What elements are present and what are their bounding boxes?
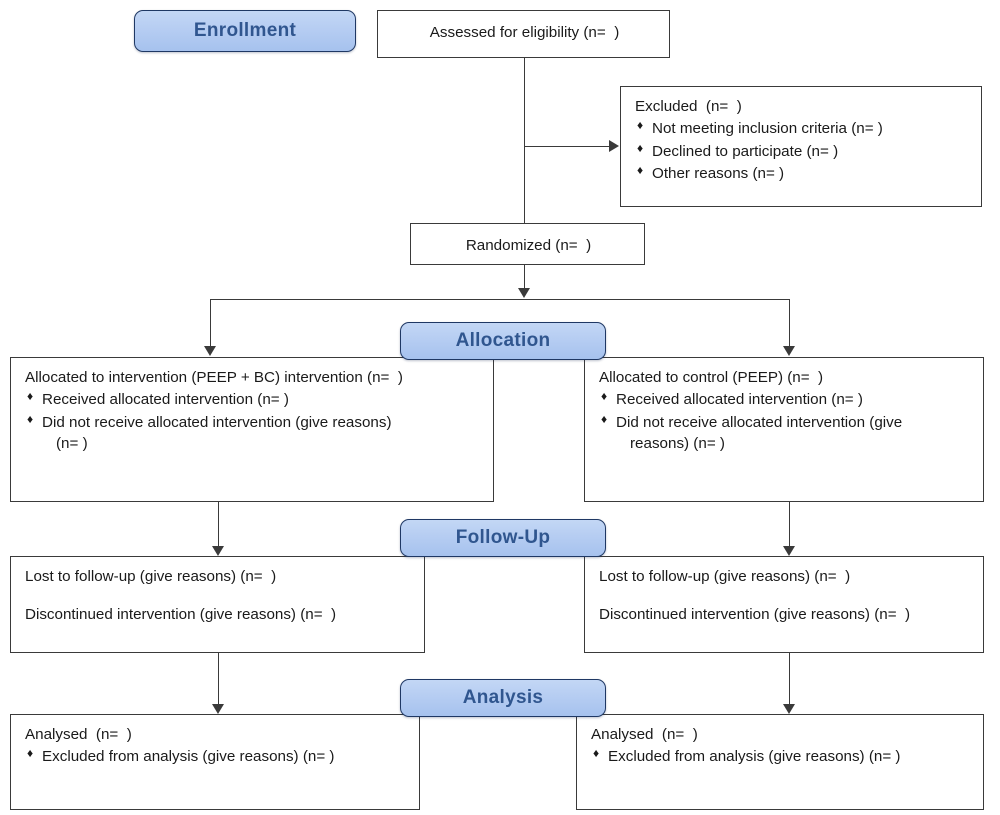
- arrowhead-followup-right: [782, 546, 795, 556]
- list-item: ♦ Excluded from analysis (give reasons) …: [25, 746, 407, 768]
- allocated-intervention-list: ♦ Received allocated intervention (n= ) …: [25, 389, 481, 455]
- bullet-icon: ♦: [601, 389, 608, 404]
- stage-banner-enrollment-label: Enrollment: [193, 20, 297, 41]
- analysis-control-heading: Analysed (n= ): [591, 726, 698, 743]
- connector-assessed-to-randomized: [524, 58, 525, 223]
- allocated-intervention-item-text: Did not receive allocated intervention (…: [42, 413, 392, 431]
- bullet-icon: ♦: [637, 118, 644, 133]
- bullet-icon: ♦: [27, 389, 34, 404]
- bullet-icon: ♦: [27, 746, 34, 761]
- excluded-item-text: Declined to participate (n= ): [652, 142, 839, 160]
- list-item: ♦ Received allocated intervention (n= ): [599, 389, 971, 411]
- analysis-intervention-item-text: Excluded from analysis (give reasons) (n…: [42, 748, 335, 766]
- connector-followup-to-analysis-left: [218, 653, 219, 704]
- analysis-control-item-text: Excluded from analysis (give reasons) (n…: [608, 748, 901, 766]
- connector-allocation-to-followup-left: [218, 463, 219, 546]
- arrowhead-analysis-left: [211, 704, 224, 714]
- box-followup-intervention: Lost to follow-up (give reasons) (n= ) D…: [10, 556, 425, 653]
- excluded-heading: Excluded (n= ): [635, 98, 742, 115]
- allocated-control-item-text: Did not receive allocated intervention (…: [616, 413, 903, 431]
- list-item: ♦ Did not receive allocated intervention…: [599, 412, 971, 455]
- arrowhead-allocation-left: [203, 346, 216, 356]
- box-followup-control: Lost to follow-up (give reasons) (n= ) D…: [584, 556, 984, 653]
- allocated-control-item-text: Received allocated intervention (n= ): [616, 391, 863, 409]
- excluded-item-text: Other reasons (n= ): [652, 165, 785, 183]
- allocated-intervention-heading: Allocated to intervention (PEEP + BC) in…: [25, 369, 403, 386]
- list-item: ♦ Excluded from analysis (give reasons) …: [591, 746, 971, 768]
- followup-control-line1: Lost to follow-up (give reasons) (n= ): [599, 568, 851, 585]
- arrowhead-followup-left: [211, 546, 224, 556]
- analysis-intervention-heading: Analysed (n= ): [25, 726, 132, 743]
- arrowhead-allocation-right: [782, 346, 795, 356]
- box-analysis-intervention: Analysed (n= ) ♦ Excluded from analysis …: [10, 714, 420, 810]
- followup-intervention-line2: Discontinued intervention (give reasons)…: [25, 606, 337, 624]
- connector-allocation-to-followup-right: [789, 463, 790, 546]
- list-item: ♦ Received allocated intervention (n= ): [25, 389, 481, 411]
- list-item: ♦ Other reasons (n= ): [635, 163, 969, 185]
- allocated-intervention-item-continuation: (n= ): [56, 435, 88, 453]
- bullet-icon: ♦: [593, 746, 600, 761]
- box-randomized: Randomized (n= ): [410, 223, 645, 265]
- stage-banner-allocation-label: Allocation: [455, 330, 551, 351]
- list-item: ♦ Declined to participate (n= ): [635, 141, 969, 163]
- connector-allocation-left-drop: [210, 299, 211, 347]
- stage-banner-enrollment: Enrollment: [134, 10, 356, 52]
- arrowhead-to-excluded: [609, 139, 619, 152]
- connector-allocation-right-drop: [789, 299, 790, 347]
- box-allocated-intervention: Allocated to intervention (PEEP + BC) in…: [10, 357, 494, 502]
- box-assessed-for-eligibility: Assessed for eligibility (n= ): [377, 10, 670, 58]
- bullet-icon: ♦: [637, 140, 644, 155]
- connector-followup-to-analysis-right: [789, 653, 790, 704]
- connector-assessed-to-excluded: [524, 146, 611, 147]
- analysis-intervention-list: ♦ Excluded from analysis (give reasons) …: [25, 746, 407, 768]
- excluded-item-text: Not meeting inclusion criteria (n= ): [652, 120, 883, 138]
- stage-banner-analysis: Analysis: [400, 679, 606, 717]
- bullet-icon: ♦: [601, 411, 608, 426]
- stage-banner-analysis-label: Analysis: [462, 687, 544, 708]
- connector-allocation-bus: [210, 299, 790, 300]
- allocated-control-list: ♦ Received allocated intervention (n= ) …: [599, 389, 971, 455]
- connector-randomized-stem: [524, 265, 525, 291]
- list-item: ♦ Not meeting inclusion criteria (n= ): [635, 118, 969, 140]
- analysis-control-list: ♦ Excluded from analysis (give reasons) …: [591, 746, 971, 768]
- arrowhead-randomized-stem: [517, 288, 530, 298]
- stage-banner-allocation: Allocation: [400, 322, 606, 360]
- assessed-for-eligibility-text: Assessed for eligibility (n= ): [429, 24, 620, 41]
- bullet-icon: ♦: [27, 411, 34, 426]
- randomized-text: Randomized (n= ): [465, 237, 592, 254]
- arrowhead-analysis-right: [782, 704, 795, 714]
- followup-intervention-line1: Lost to follow-up (give reasons) (n= ): [25, 568, 277, 585]
- allocated-control-item-continuation: reasons) (n= ): [630, 435, 725, 453]
- excluded-list: ♦ Not meeting inclusion criteria (n= ) ♦…: [635, 118, 969, 185]
- box-excluded: Excluded (n= ) ♦ Not meeting inclusion c…: [620, 86, 982, 207]
- list-item: ♦ Did not receive allocated intervention…: [25, 412, 481, 455]
- stage-banner-followup-label: Follow-Up: [455, 527, 551, 548]
- box-allocated-control: Allocated to control (PEEP) (n= ) ♦ Rece…: [584, 357, 984, 502]
- allocated-intervention-item-text: Received allocated intervention (n= ): [42, 391, 289, 409]
- bullet-icon: ♦: [637, 163, 644, 178]
- allocated-control-heading: Allocated to control (PEEP) (n= ): [599, 369, 824, 386]
- followup-control-line2: Discontinued intervention (give reasons)…: [599, 606, 911, 624]
- box-analysis-control: Analysed (n= ) ♦ Excluded from analysis …: [576, 714, 984, 810]
- stage-banner-followup: Follow-Up: [400, 519, 606, 557]
